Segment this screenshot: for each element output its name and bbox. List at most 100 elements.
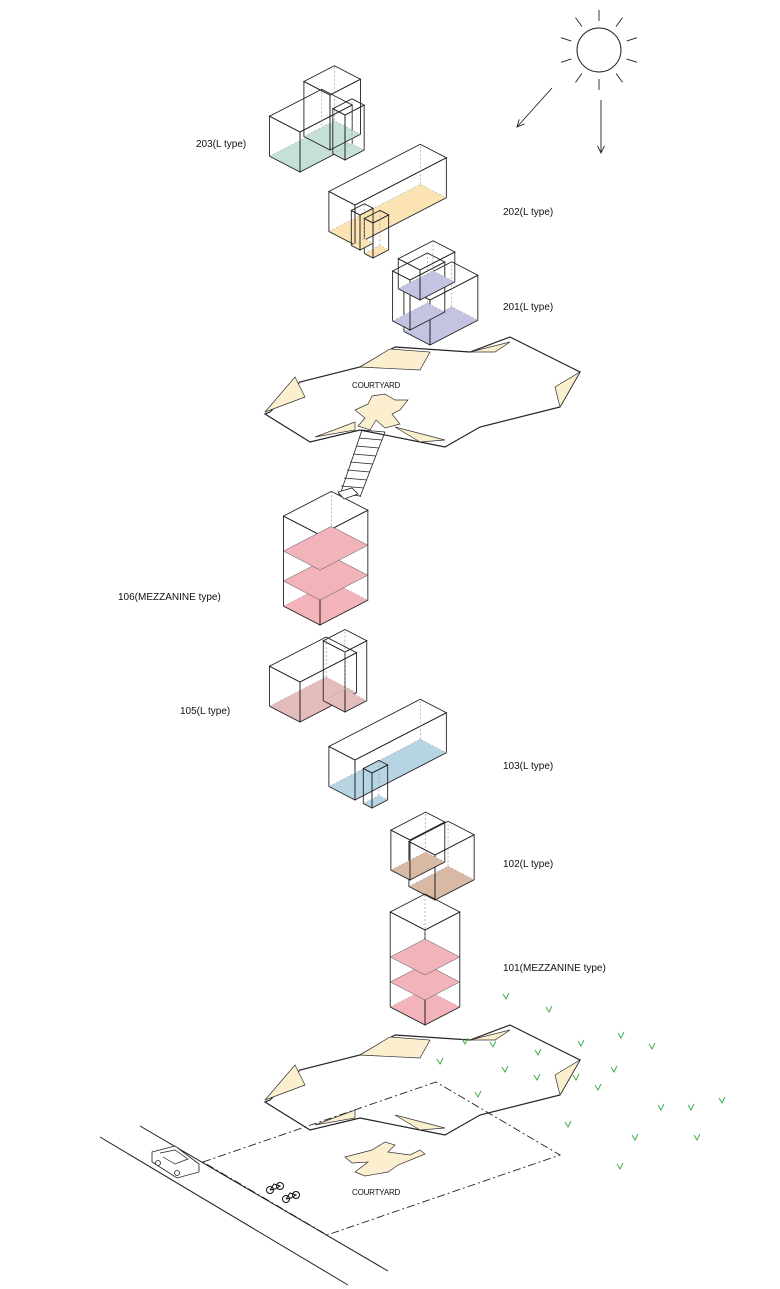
unit-203 [268,65,366,173]
courtyard-wall-fill [314,1109,356,1126]
tree-check-icon [577,1039,585,1048]
courtyard-wall-fill [469,341,511,353]
tree-check-icon [693,1133,701,1142]
roof-outline [350,203,375,216]
courtyard-wall-fill [554,371,581,408]
bike-wheel [282,1195,290,1203]
arrow-head [597,145,605,155]
unit-label-105: 105(L type) [180,706,231,717]
sun-icon [560,10,638,90]
unit-103 [327,698,448,809]
floor-slab [351,238,374,250]
sun-ray [575,17,583,27]
hidden-edge [390,851,445,871]
tree-check-icon [436,1057,444,1066]
unit-label-102: 102(L type) [503,859,554,870]
floor-slab [269,677,357,722]
floor-slab [403,306,478,345]
unit-label-203: 203(L type) [196,139,247,150]
hidden-edge [363,795,388,804]
tree-check-icon [545,1005,553,1014]
sun-ray [575,73,583,83]
floor-slab [363,795,388,808]
courtyard-wall-fill [394,1114,446,1131]
unit-volume [362,759,389,809]
unit-106 [282,490,369,626]
floor-slab [408,866,475,900]
tree-check-icon [687,1103,695,1112]
car-icon [151,1145,200,1179]
unit-volume [322,628,368,713]
courtyard-wall-fill [264,376,306,413]
sun-ray [626,58,638,63]
courtyard-ground [263,1024,581,1136]
sun-arrow-icon [597,100,605,155]
stair-tread [352,453,377,457]
tree-check-icon [489,1040,497,1049]
tree-check-icon [533,1073,541,1082]
floor-slab [390,852,445,880]
hidden-edge [398,270,455,289]
stair-tread [355,445,380,449]
roof-outline [407,820,476,856]
unit-label-101: 101(MEZZANINE type) [503,963,606,974]
bicycle-icon [282,1191,300,1203]
unit-volume [389,893,461,1026]
tree-check-icon [564,1120,572,1129]
sun-ray [615,17,623,27]
hidden-edge [323,689,367,701]
courtyard-ground-floor [344,1141,426,1177]
hidden-edge [351,238,374,246]
unit-volume [402,261,479,346]
courtyard-wall-fill [394,426,446,443]
road-edge [139,1125,389,1272]
roof-outline [282,490,369,536]
unit-label-202: 202(L type) [503,207,554,218]
courtyard-upper-label: COURTYARD [352,381,401,390]
courtyard-wall-fill [358,348,431,371]
unit-volume [389,811,446,881]
stair-tread [358,437,383,441]
tree-check-icon [610,1065,618,1074]
tree-check-icon [617,1031,625,1040]
tree-check-icon [474,1090,482,1099]
hidden-edge [392,302,445,322]
roof-outline [268,88,354,133]
courtyard-wall-fill [314,421,356,438]
courtyard-wall-fill [554,1059,581,1096]
floor-slab [392,303,445,330]
tree-check-icon [461,1037,469,1046]
unit-202 [327,143,448,259]
tree-check-icon [502,992,510,1001]
road-edge [99,1136,349,1286]
courtyard-wall-fill [358,1036,431,1059]
unit-label-106: 106(MEZZANINE type) [118,592,221,603]
roof-outline [327,698,448,761]
roof-outline [389,893,461,931]
stair-stringer [359,431,386,498]
unit-volume [350,203,375,251]
stair-stringer [339,429,363,496]
roof-outline [362,759,389,774]
roof-outline [363,209,390,224]
tree-check-icon [657,1103,665,1112]
stair-tread [349,461,374,465]
tree-check-icon [616,1162,624,1171]
floor-slab [332,143,365,160]
floor-slab [364,245,389,258]
unit-volume [397,240,456,301]
arrow-shaft [516,87,553,128]
courtyard-wall-fill [264,1064,306,1101]
roof-outline [397,240,456,271]
sun-ray [560,37,572,42]
sun-ray [560,58,572,63]
floor-slab [283,581,368,625]
car-roof [159,1149,189,1165]
bike-frame [285,1192,298,1200]
bike-wheel [292,1191,300,1199]
bike-frame [269,1183,282,1191]
unit-101 [389,893,461,1026]
tree-check-icon [594,1083,602,1092]
roof-outline [389,811,446,841]
